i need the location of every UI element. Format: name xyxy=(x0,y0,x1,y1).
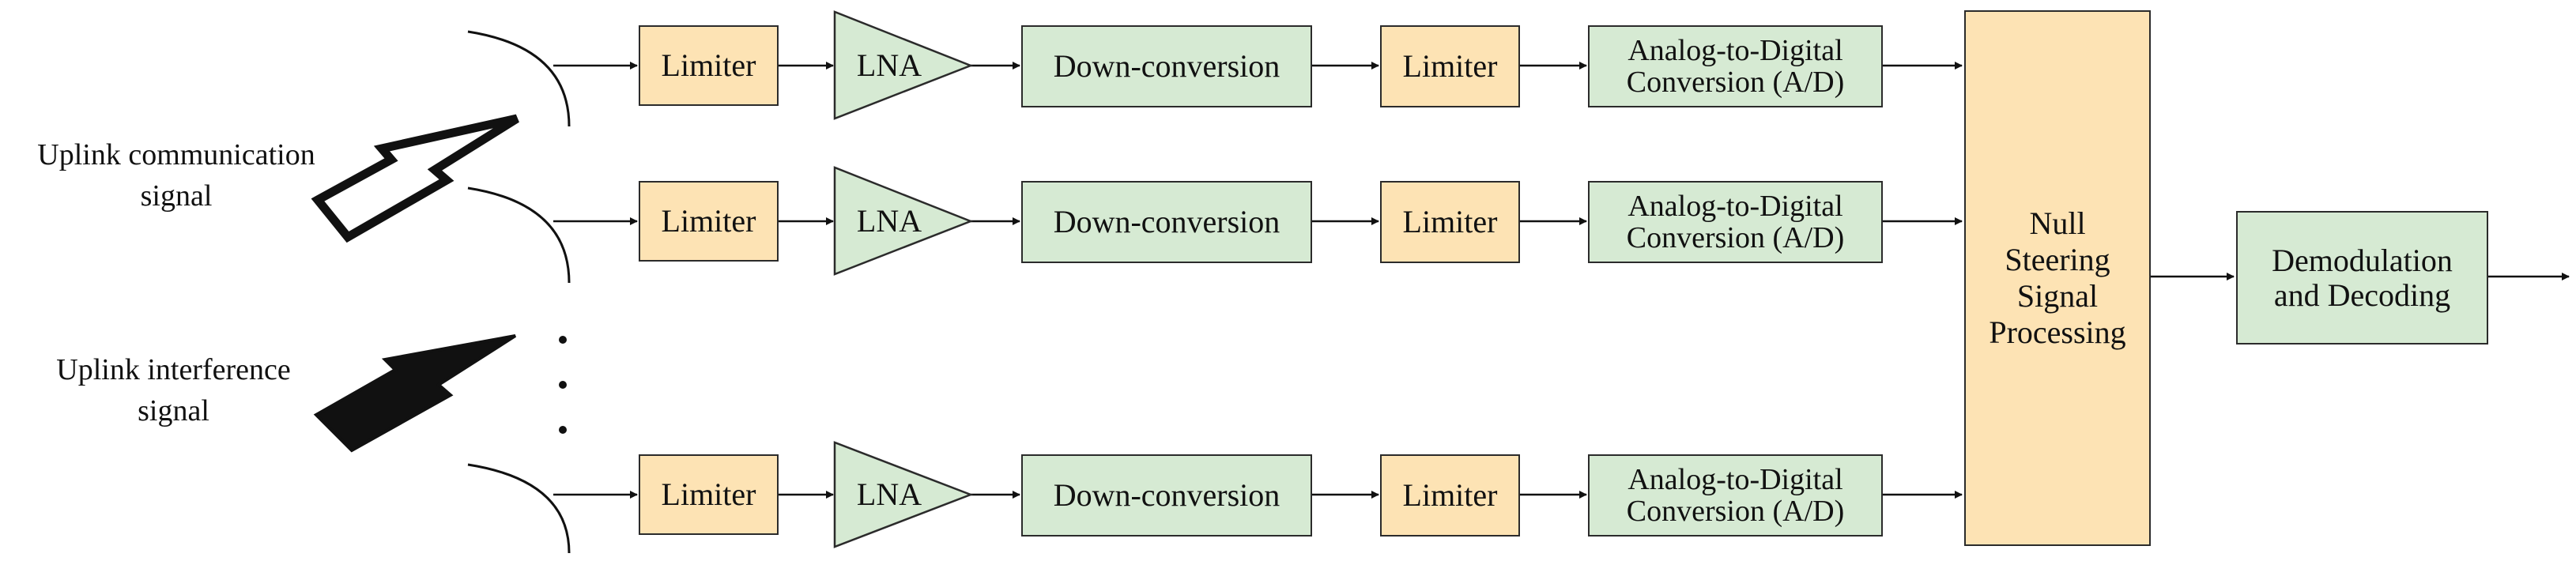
limiter-block: Limiter xyxy=(1380,181,1520,263)
interference-bolt-icon xyxy=(313,334,517,453)
downconversion-block: Down-conversion xyxy=(1021,25,1312,107)
communication-signal-line2: signal xyxy=(140,179,213,213)
downconversion-label: Down-conversion xyxy=(1053,48,1280,84)
adc-block: Analog-to-Digital Conversion (A/D) xyxy=(1588,25,1883,107)
adc-line2: Conversion (A/D) xyxy=(1626,221,1845,254)
adc-block: Analog-to-Digital Conversion (A/D) xyxy=(1588,454,1883,537)
downconversion-block: Down-conversion xyxy=(1021,454,1312,537)
limiter-block: Limiter xyxy=(639,454,779,535)
lna-triangle-3 xyxy=(833,441,974,548)
lna-label: LNA xyxy=(856,203,922,239)
limiter-block: Limiter xyxy=(639,181,779,262)
null-steering-line1: Null xyxy=(2029,205,2086,241)
interference-signal-line1: Uplink interference xyxy=(56,353,291,386)
limiter-block: Limiter xyxy=(1380,25,1520,107)
communication-signal-label: Uplink communication signal xyxy=(6,134,346,216)
lna-triangle-2 xyxy=(833,166,974,276)
downconversion-block: Down-conversion xyxy=(1021,181,1312,263)
adc-line2: Conversion (A/D) xyxy=(1626,495,1845,528)
demod-line1: Demodulation xyxy=(2272,242,2453,278)
limiter-block: Limiter xyxy=(1380,454,1520,537)
antenna-middle xyxy=(467,186,571,284)
limiter-label: Limiter xyxy=(661,476,756,512)
interference-signal-line2: signal xyxy=(138,394,209,427)
adc-line1: Analog-to-Digital xyxy=(1627,34,1843,67)
adc-line2: Conversion (A/D) xyxy=(1626,66,1845,99)
demodulation-block: Demodulation and Decoding xyxy=(2236,211,2488,345)
limiter-label: Limiter xyxy=(1402,477,1498,513)
downconversion-label: Down-conversion xyxy=(1053,204,1280,239)
demod-line2: and Decoding xyxy=(2273,277,2451,313)
ellipsis-dot xyxy=(559,381,567,389)
limiter-label: Limiter xyxy=(661,47,756,83)
antenna-bottom xyxy=(467,463,571,554)
communication-bolt-icon xyxy=(311,114,519,243)
null-steering-block: Null Steering Signal Processing xyxy=(1964,10,2151,546)
limiter-label: Limiter xyxy=(1402,204,1498,239)
lna-label: LNA xyxy=(856,476,922,512)
antenna-top xyxy=(467,30,571,127)
limiter-label: Limiter xyxy=(1402,48,1498,84)
null-steering-line4: Processing xyxy=(1989,314,2126,350)
adc-line1: Analog-to-Digital xyxy=(1627,190,1843,223)
lna-triangle-1 xyxy=(833,10,974,120)
ellipsis-dot xyxy=(559,336,567,344)
communication-signal-line1: Uplink communication xyxy=(37,138,315,171)
adc-block: Analog-to-Digital Conversion (A/D) xyxy=(1588,181,1883,263)
null-steering-line3: Signal xyxy=(2016,278,2099,314)
adc-line1: Analog-to-Digital xyxy=(1627,463,1843,496)
interference-signal-label: Uplink interference signal xyxy=(17,349,330,431)
null-steering-line2: Steering xyxy=(2005,242,2110,277)
limiter-block: Limiter xyxy=(639,25,779,106)
downconversion-label: Down-conversion xyxy=(1053,477,1280,513)
limiter-label: Limiter xyxy=(661,203,756,239)
lna-label: LNA xyxy=(856,47,922,83)
ellipsis-dot xyxy=(559,426,567,434)
